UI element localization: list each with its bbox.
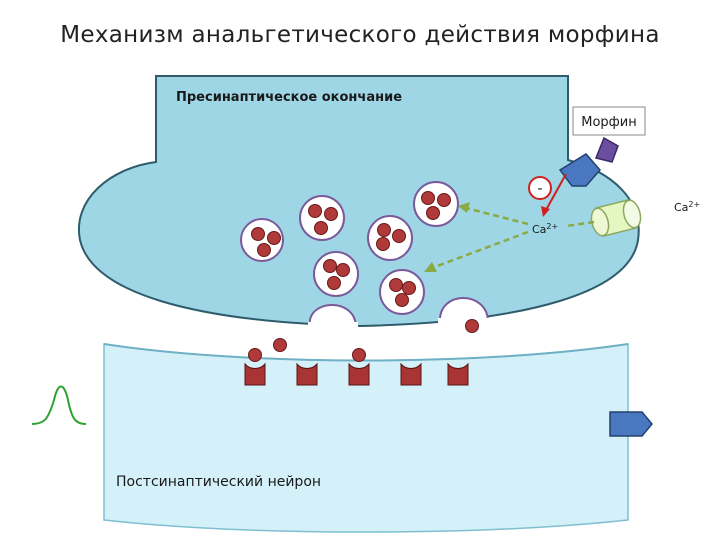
calcium-channel [590, 199, 642, 237]
vesicle [299, 195, 345, 241]
ca-outer-label: Ca2+ [674, 200, 700, 214]
presynaptic-terminal [77, 75, 640, 328]
morphine-molecule [558, 136, 619, 187]
action-potential-wave [31, 385, 87, 425]
synaptic-vesicles [240, 181, 459, 315]
signal-output-arrow [609, 411, 653, 437]
postsynaptic-receptors [244, 362, 469, 386]
diagram-title: Механизм анальгетического действия морфи… [60, 22, 660, 48]
morphine-label: Морфин [581, 115, 637, 130]
released-neurotransmitter [248, 319, 479, 362]
postsynaptic-label: Постсинаптический нейрон [116, 474, 321, 490]
vesicle [379, 269, 425, 315]
vesicle [367, 215, 413, 261]
fused-vesicles [308, 297, 490, 332]
inhibition-arrow [545, 173, 567, 211]
inhibition-circle [528, 176, 552, 200]
inhibition-sign: - [537, 181, 542, 197]
presynaptic-label: Пресинаптическое окончание [176, 90, 402, 105]
ca-inner-label: Ca2+ [532, 222, 558, 236]
vesicle [413, 181, 459, 227]
morphine-label-box [572, 106, 646, 136]
vesicle [313, 251, 359, 297]
vesicle [240, 218, 284, 262]
calcium-flow-arrows [424, 202, 595, 272]
